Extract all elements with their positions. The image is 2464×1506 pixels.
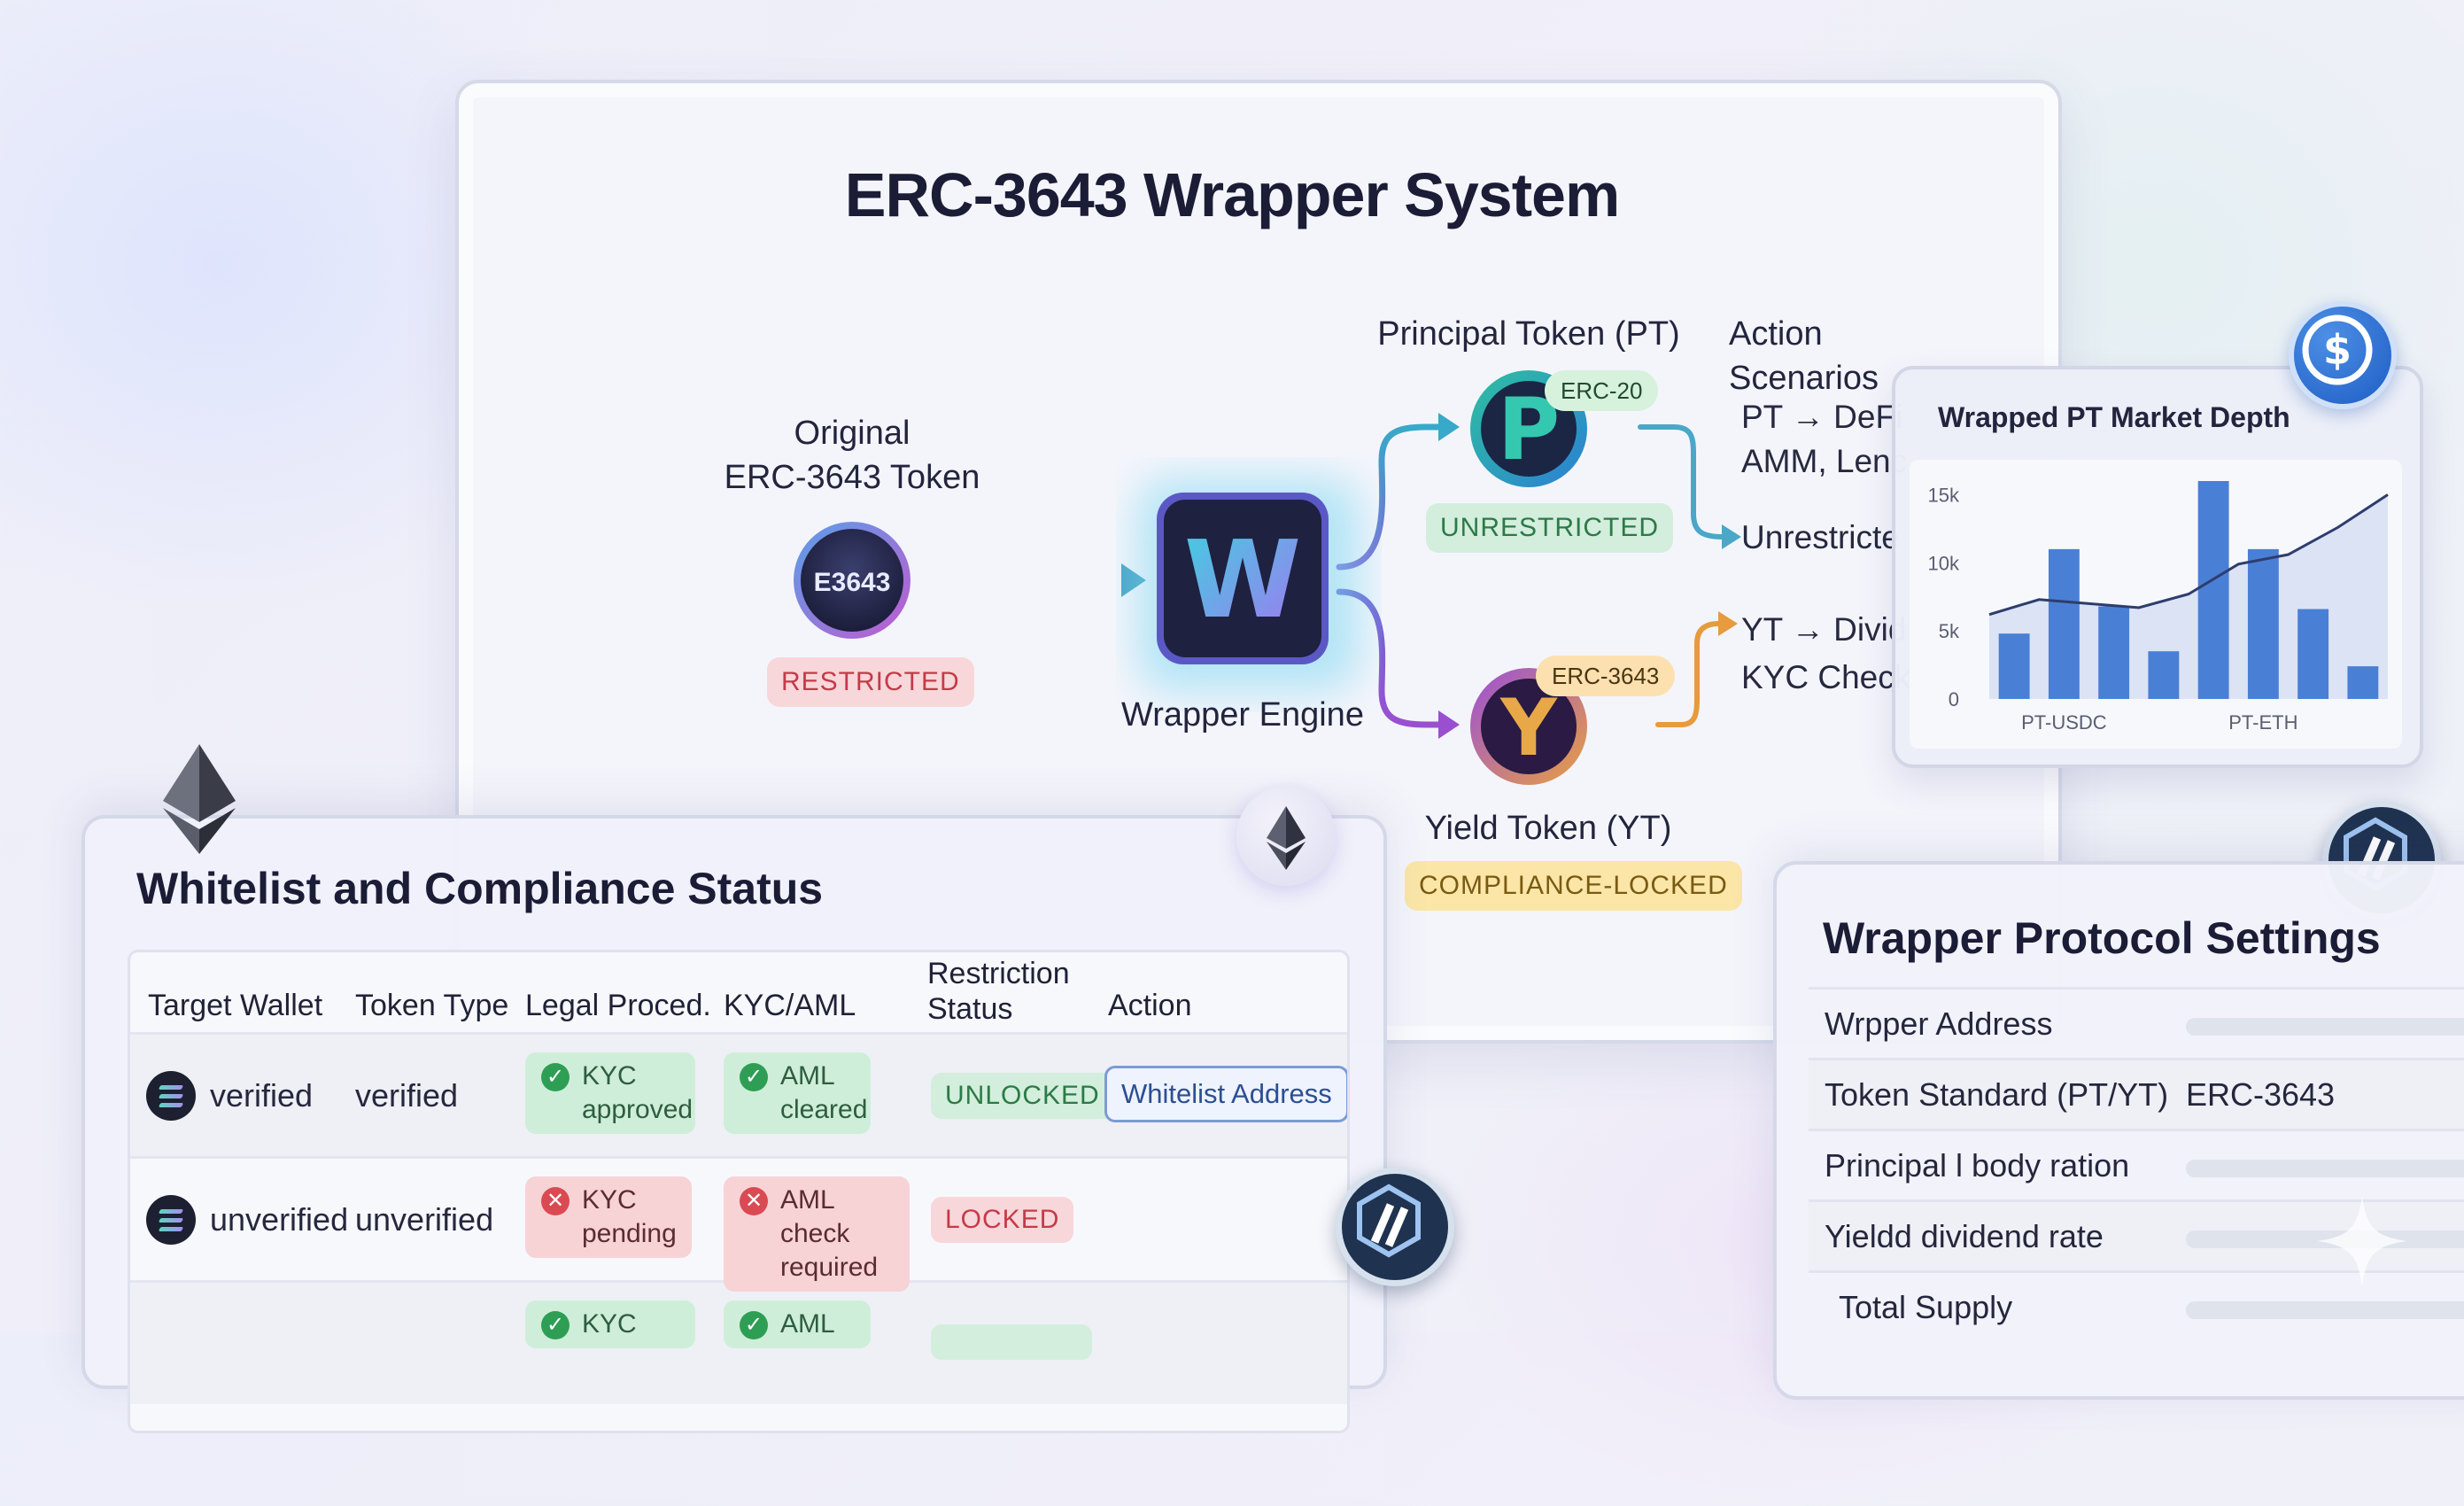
ethereum-badge-icon <box>1236 787 1336 886</box>
whitelist-title: Whitelist and Compliance Status <box>136 864 824 913</box>
yt-scenario-line2: KYC Check <box>1741 659 1911 695</box>
action-scenarios-title: Action Scenarios <box>1729 315 1879 397</box>
depth-bar <box>2297 609 2329 699</box>
unrestricted-badge: UNRESTRICTED <box>1426 503 1674 553</box>
col-legal-proced: Legal Proced. <box>525 989 711 1022</box>
aml-badge: ✓ AML cleared <box>724 1052 871 1134</box>
dollar-coin-icon: $ <box>2289 301 2397 409</box>
aml-badge: ✓ AML <box>724 1300 871 1348</box>
settings-row-principal-ratio[interactable]: Principal l body ration <box>1809 1129 2464 1202</box>
depth-bar <box>2098 606 2130 699</box>
cross-icon: ✕ <box>541 1187 570 1215</box>
settings-row-total-supply[interactable]: Total Supply <box>1809 1270 2464 1344</box>
depth-bar <box>2048 548 2080 699</box>
x-tick-label: PT-USDC <box>2021 711 2107 734</box>
flow-diagram: E3643 W P Y <box>794 370 1741 785</box>
yield-token-label: Yield Token (YT) <box>1424 810 1672 847</box>
col-target-wallet: Target Wallet <box>148 989 323 1022</box>
check-icon: ✓ <box>740 1311 768 1339</box>
y-tick-label: 0 <box>1949 688 1959 710</box>
pt-scenario-line1: PT → DeFi <box>1741 399 1903 435</box>
kyc-badge: ✓ KYC approved <box>525 1052 695 1134</box>
settings-panel: Wrapper Protocol Settings Wrpp​er Addres… <box>1773 861 2464 1400</box>
sparkle-icon <box>2317 1196 2407 1286</box>
compliance-locked-badge: COMPLIANCE-LOCKED <box>1405 861 1742 911</box>
diagram-title: ERC-3643 Wrapper System <box>844 160 1620 229</box>
y-tick-label: 10k <box>1928 552 1960 574</box>
arbitrum-icon <box>1336 1168 1454 1286</box>
svg-text:E3643: E3643 <box>814 568 891 597</box>
token-type-cell: verified <box>355 1077 459 1114</box>
pt-scenario-line3: Unrestricte <box>1741 519 1900 555</box>
x-tick-label: PT-ETH <box>2228 711 2297 734</box>
depth-bar <box>1998 633 2030 699</box>
whitelist-panel: Whitelist and Compliance Status Target W… <box>81 815 1387 1433</box>
market-depth-chart: 15k 10k 5k 0PT-USDC PT-ETH <box>1928 481 2389 734</box>
y-tick-label: 15k <box>1928 484 1960 506</box>
whitelist-address-button[interactable]: Whitelist Address <box>1104 1066 1347 1122</box>
svg-text:W: W <box>1184 519 1301 642</box>
check-icon: ✓ <box>541 1311 570 1339</box>
value-placeholder-bar <box>2186 1018 2464 1036</box>
col-restriction: Restriction <box>927 957 1070 990</box>
aml-badge: ✕ AML check required <box>724 1176 910 1292</box>
col-status: Status <box>927 992 1013 1026</box>
wrapper-engine-label: Wrapper Engine <box>1121 696 1364 734</box>
check-icon: ✓ <box>740 1063 768 1091</box>
principal-token-label: Principal Token (PT) <box>1377 315 1680 353</box>
ethereum-icon <box>163 744 236 854</box>
token-type-cell: unverified <box>355 1201 494 1238</box>
whitelist-table: Target Wallet Token Type Legal Proced. K… <box>128 950 1350 1433</box>
depth-line <box>1988 493 2389 617</box>
settings-row-yield-rate[interactable]: Yieldd dividend rate <box>1809 1199 2464 1273</box>
original-token-label: Original ERC-3643 Token <box>724 415 980 496</box>
pt-standard-badge: ERC-20 <box>1545 370 1659 411</box>
value-placeholder-bar <box>2186 1230 2464 1248</box>
check-icon: ✓ <box>541 1063 570 1091</box>
svg-text:Y: Y <box>1499 682 1558 773</box>
depth-area <box>1989 494 2388 699</box>
wallet-cell: verified <box>210 1077 314 1114</box>
status-badge <box>931 1324 1092 1360</box>
pt-scenario-line2: AMM, Lenc <box>1741 443 1908 479</box>
col-action: Action <box>1108 989 1192 1022</box>
y-tick-label: 5k <box>1939 620 1960 642</box>
depth-bar <box>2247 548 2279 699</box>
wallet-cell: unverified <box>210 1201 349 1238</box>
col-kyc-aml: KYC/AML <box>724 989 856 1022</box>
yt-standard-badge: ERC-3643 <box>1536 656 1676 696</box>
settings-row-token-standard[interactable]: Token Standard (PT/YT) ERC-3643 <box>1809 1058 2464 1131</box>
col-token-type: Token Type <box>355 989 509 1022</box>
settings-row-wrapper-address[interactable]: Wrpp​er Address <box>1809 987 2464 1060</box>
svg-text:$: $ <box>2323 326 2352 374</box>
solana-icon <box>146 1071 196 1121</box>
yt-scenario-line1: YT → Divid <box>1741 611 1907 648</box>
cross-icon: ✕ <box>740 1187 768 1215</box>
kyc-badge: ✕ KYC pending <box>525 1176 692 1258</box>
value-placeholder-bar <box>2186 1301 2464 1319</box>
value-placeholder-bar <box>2186 1160 2464 1177</box>
settings-title: Wrapper Protocol Settings <box>1823 913 2381 963</box>
market-depth-title: Wrapped PT Market Depth <box>1938 401 2290 433</box>
depth-bar <box>2197 481 2229 699</box>
depth-bar <box>2347 666 2379 699</box>
depth-bar <box>2148 651 2180 699</box>
status-badge: UNLOCKED <box>931 1073 1114 1119</box>
restricted-badge: RESTRICTED <box>767 657 974 707</box>
token-standard-value: ERC-3643 <box>2186 1076 2336 1113</box>
kyc-badge: ✓ KYC <box>525 1300 695 1348</box>
solana-icon <box>146 1195 196 1245</box>
status-badge: LOCKED <box>931 1197 1074 1243</box>
